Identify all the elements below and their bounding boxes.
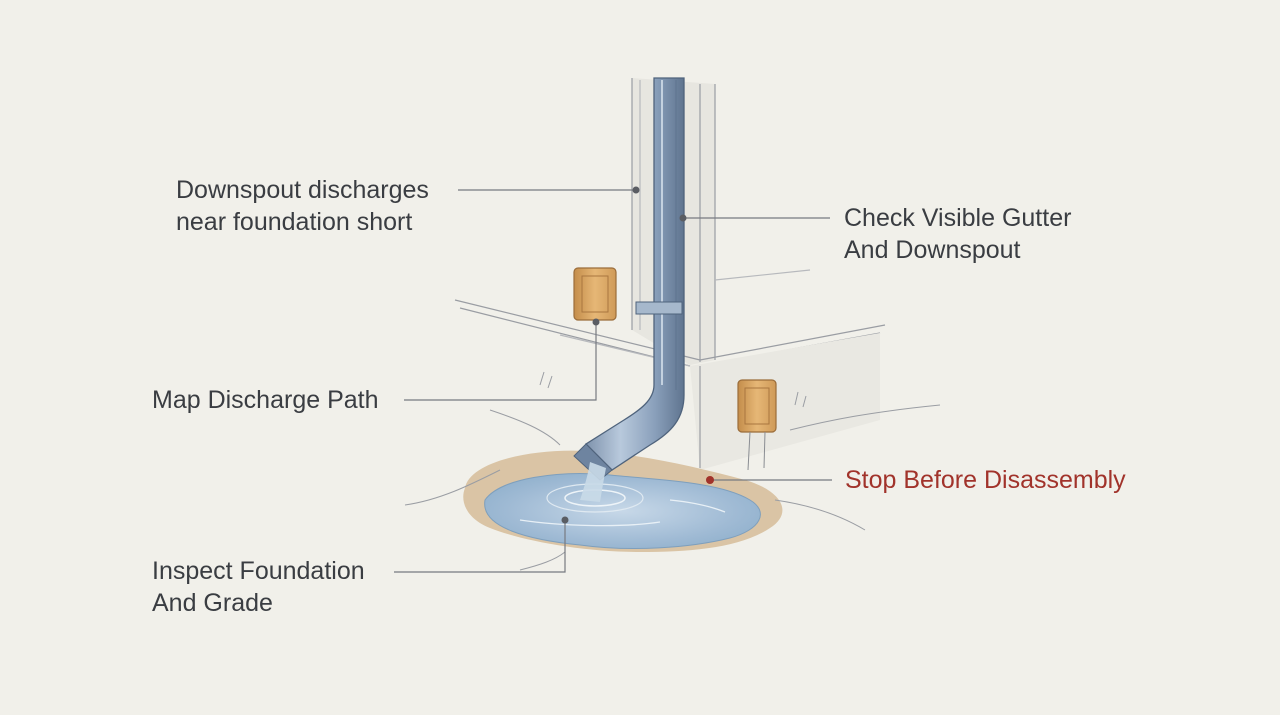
building-wall bbox=[454, 78, 886, 470]
label-inspect-foundation-line1: Inspect Foundation bbox=[152, 557, 365, 585]
label-stop-disassembly-line1: Stop Before Disassembly bbox=[845, 466, 1126, 494]
upper-vent-icon bbox=[573, 267, 617, 321]
downspout-pipe bbox=[573, 77, 685, 502]
leader-dots bbox=[561, 186, 714, 524]
label-map-discharge-line1: Map Discharge Path bbox=[152, 386, 379, 414]
label-check-gutter-line1: Check Visible Gutter bbox=[844, 204, 1072, 232]
label-inspect-foundation: Inspect Foundation And Grade bbox=[152, 555, 365, 619]
label-downspout-discharge-line1: Downspout discharges bbox=[176, 176, 429, 204]
leader-map-discharge bbox=[404, 322, 597, 401]
label-inspect-foundation-line2: And Grade bbox=[152, 589, 273, 617]
leader-inspect-foundation bbox=[394, 520, 566, 573]
lower-vent-icon bbox=[737, 379, 777, 471]
leader-lines bbox=[394, 189, 832, 573]
grass-strokes bbox=[404, 371, 941, 571]
label-downspout-discharge: Downspout discharges near foundation sho… bbox=[176, 174, 429, 238]
label-map-discharge: Map Discharge Path bbox=[152, 384, 379, 416]
label-downspout-discharge-line2: near foundation short bbox=[176, 208, 413, 236]
label-check-gutter-line2: And Downspout bbox=[844, 236, 1021, 264]
label-stop-disassembly: Stop Before Disassembly bbox=[845, 464, 1126, 496]
label-check-gutter: Check Visible Gutter And Downspout bbox=[844, 202, 1071, 266]
